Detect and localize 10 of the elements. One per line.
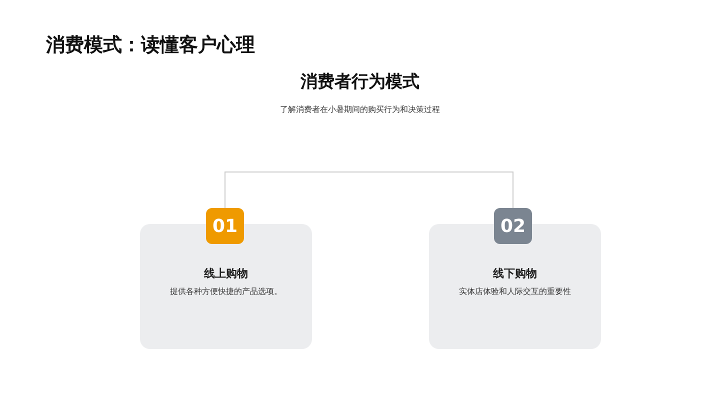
- card-description: 实体店体验和人际交互的重要性: [458, 286, 572, 297]
- connector-line: [224, 172, 514, 208]
- number-badge: 01: [206, 208, 244, 244]
- card-heading: 线上购物: [202, 266, 249, 281]
- card-heading: 线下购物: [492, 266, 538, 281]
- page-title: 消费模式：读懂客户心理: [46, 33, 255, 58]
- card-description: 提供各种方便快捷的产品选项。: [169, 286, 283, 297]
- section-heading: 消费者行为模式: [300, 71, 420, 93]
- number-badge: 02: [494, 208, 532, 244]
- subtitle: 了解消费者在小暑期间的购买行为和决策过程: [279, 104, 441, 115]
